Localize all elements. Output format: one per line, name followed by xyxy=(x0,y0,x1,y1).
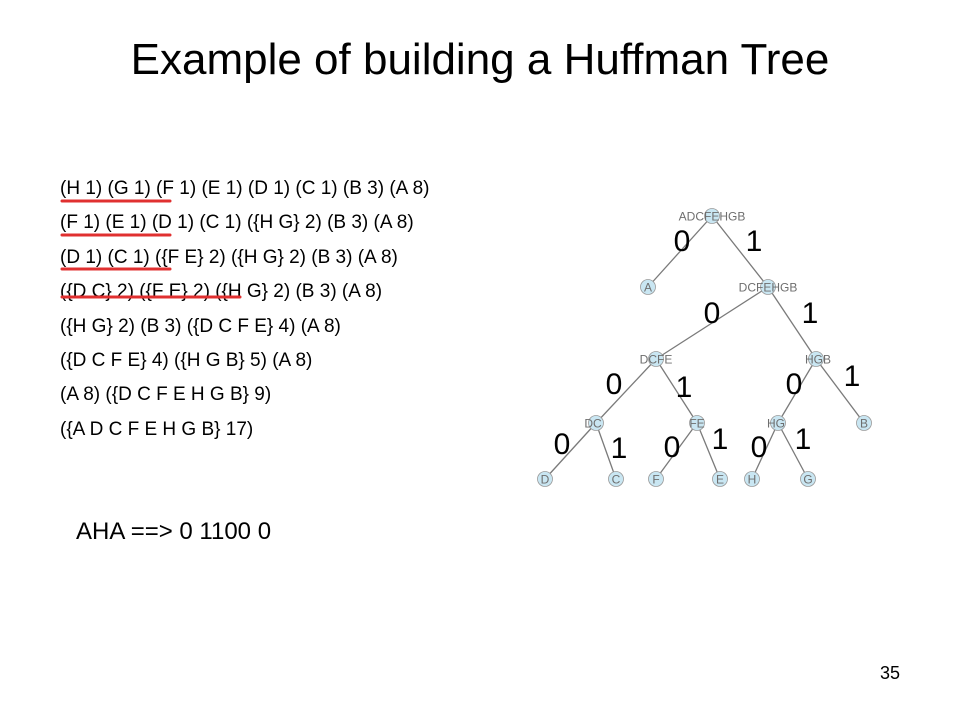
page-number: 35 xyxy=(880,663,901,683)
tree-edge xyxy=(655,422,698,480)
merge-underlines xyxy=(60,199,242,299)
edge-bit-label: 1 xyxy=(746,225,763,258)
edge-bit-label: 1 xyxy=(676,371,693,404)
tree-node-label: B xyxy=(860,417,868,431)
tree-edge xyxy=(595,422,617,480)
tree-edge xyxy=(595,358,657,424)
tree-edge xyxy=(696,422,721,480)
tree-edge xyxy=(767,286,817,360)
edge-bit-label: 0 xyxy=(554,428,571,461)
edge-bit-label: 1 xyxy=(844,360,861,393)
tree-node xyxy=(856,415,872,431)
tree-edge xyxy=(647,215,713,288)
edge-bit-label: 1 xyxy=(611,432,628,465)
tree-node xyxy=(648,471,664,487)
edge-bit-label: 0 xyxy=(606,368,623,401)
tree-edge xyxy=(655,286,769,360)
tree-node-label: F xyxy=(652,473,659,487)
tree-node xyxy=(770,415,786,431)
tree-node xyxy=(689,415,705,431)
merge-step: (H 1) (G 1) (F 1) (E 1) (D 1) (C 1) (B 3… xyxy=(60,178,430,199)
tree-node-label: D xyxy=(541,473,550,487)
tree-node-label: ADCFEHGB xyxy=(679,210,746,224)
tree-edge xyxy=(777,358,817,424)
tree-node xyxy=(537,471,553,487)
tree-node xyxy=(808,351,824,367)
tree-nodes xyxy=(537,208,872,487)
merge-step: ({H G} 2) (B 3) ({D C F E} 4) (A 8) xyxy=(60,315,341,337)
tree-node xyxy=(712,471,728,487)
slide-title: Example of building a Huffman Tree xyxy=(130,35,830,84)
edge-bit-label: 0 xyxy=(786,368,803,401)
edge-bit-label: 0 xyxy=(674,225,691,258)
merge-step: ({A D C F E H G B} 17) xyxy=(60,418,254,440)
tree-node-label: HGB xyxy=(805,353,831,367)
tree-edges xyxy=(544,215,865,480)
tree-node-label: G xyxy=(803,473,812,487)
tree-node-label: A xyxy=(644,281,652,295)
edge-bit-label: 0 xyxy=(751,431,768,464)
tree-node-label: HG xyxy=(767,417,785,431)
tree-edge xyxy=(815,358,865,424)
tree-node xyxy=(744,471,760,487)
tree-node-label: H xyxy=(748,473,757,487)
tree-node-label: C xyxy=(612,473,621,487)
tree-edge xyxy=(544,422,597,480)
edge-bit-label: 1 xyxy=(712,423,729,456)
merge-step: ({D C F E} 4) ({H G B} 5) (A 8) xyxy=(60,349,313,371)
tree-node xyxy=(760,279,776,295)
merge-step: (A 8) ({D C F E H G B} 9) xyxy=(60,384,272,406)
tree-edge xyxy=(655,358,698,424)
merge-step: (D 1) (C 1) ({F E} 2) ({H G} 2) (B 3) (A… xyxy=(60,246,398,268)
tree-node xyxy=(800,471,816,487)
tree-node xyxy=(704,208,720,224)
edge-bit-label: 1 xyxy=(795,423,812,456)
tree-edge xyxy=(711,215,769,288)
edge-bit-label: 0 xyxy=(704,297,721,330)
tree-node xyxy=(608,471,624,487)
tree-edge xyxy=(777,422,809,480)
tree-node-label: DC xyxy=(584,417,602,431)
tree-node xyxy=(648,351,664,367)
tree-node xyxy=(640,279,656,295)
tree-node xyxy=(588,415,604,431)
tree-node-label: FE xyxy=(689,417,704,431)
merge-steps-list: (H 1) (G 1) (F 1) (E 1) (D 1) (C 1) (B 3… xyxy=(60,178,429,453)
tree-node-label: DCFE xyxy=(640,353,673,367)
tree-edge xyxy=(751,422,779,480)
aha-encoding: AHA ==> 0 1100 0 xyxy=(76,518,272,545)
tree-node-label: E xyxy=(716,473,724,487)
tree-node-label: DCFEHGB xyxy=(739,281,798,295)
edge-bit-label: 1 xyxy=(802,297,819,330)
edge-bit-label: 0 xyxy=(664,431,681,464)
merge-step: (F 1) (E 1) (D 1) (C 1) ({H G} 2) (B 3) … xyxy=(60,212,414,234)
